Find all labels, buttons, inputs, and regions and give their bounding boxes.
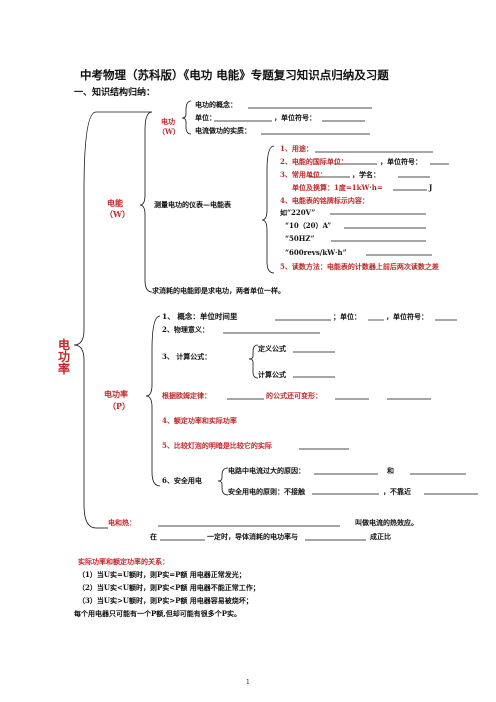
and-word: 和: [387, 466, 394, 475]
notes-item-3: （3）当U实>U额时，则P实>P额 用电器容易被烧坏；: [78, 596, 253, 605]
power-brace: [145, 315, 161, 487]
diangong-brace: [181, 100, 192, 135]
ohm-law: 根据欧姆定律：: [162, 391, 211, 400]
diangong-label: 电功: [161, 117, 175, 126]
meter-item-5: 5、读数方法：电能表的计数器上前后两次读数之差: [280, 262, 439, 271]
section-heading: 一、知识结构归纳：: [74, 88, 156, 98]
safety-principle: 安全用电的原则：不接触: [228, 487, 305, 496]
meter-item-4: 4、电能表的铭牌标示内容：: [280, 196, 369, 205]
safety-principle-tail: ，不靠近: [383, 487, 411, 496]
notes-summary: 每个用电器只可能有一个P额,但却可能有很多个P实。: [74, 609, 241, 618]
diangong-concept: 电功的概念：: [195, 100, 237, 109]
dianneng-label: 电能: [107, 198, 123, 208]
def-formula: 定义公式: [258, 344, 286, 353]
power-unit: ；单位：: [333, 312, 361, 321]
meter-unit-j: J: [429, 183, 433, 192]
safety-brace: [217, 467, 229, 496]
power-label: 电功率: [104, 389, 128, 399]
diangong-symbol: （W）: [158, 127, 180, 136]
rated-power: 4、额定功率和实际功率: [162, 416, 237, 425]
meter-item-3b: 单位及换算：1度=1kW·h=: [292, 183, 383, 192]
notes-heading: 实际功率和额定功率的关系：: [78, 557, 169, 566]
heat-line2-a: 在: [150, 532, 157, 541]
diangong-unit-symbol: ，单位符号：: [274, 113, 316, 122]
diangong-unit: 单位：: [195, 113, 216, 122]
overcurrent: 电路中电流过大的原因：: [228, 466, 305, 475]
meter-item-4d: “600revs/kW·h”: [285, 248, 347, 257]
meter-item-4b: “10（20）A”: [285, 221, 332, 230]
power-unit-symbol: ，单位符号：: [386, 312, 428, 321]
calc-formula: 计算公式: [258, 370, 286, 379]
meter-item-4c: “50HZ”: [285, 234, 315, 243]
meter-item-2-symbol: ，单位符号：: [380, 157, 422, 166]
heat-label: 电和热：: [108, 518, 136, 527]
heat-line2-c: 成正比: [370, 532, 391, 541]
consumed-note: 求消耗的电能即是求电功，两者单位一样。: [152, 286, 285, 295]
power-symbol: （P）: [108, 401, 131, 411]
meter-label: 测量电功的仪表—电能表: [154, 200, 231, 209]
dianneng-brace: [139, 111, 153, 293]
root-label: 电功率: [58, 338, 71, 376]
diangong-essence: 电流做功的实质：: [195, 126, 251, 135]
ohm-tail: 的公式还可变形：: [266, 391, 322, 400]
power-formula: 3、 计算公式：: [162, 352, 212, 361]
notes-item-1: （1）当U实=U额时，则P实=P额 用电器正常发光；: [78, 570, 246, 579]
meter-item-1: 1、用途：: [280, 144, 313, 153]
meter-brace: [261, 145, 275, 274]
meter-item-3-alt: ，学名：: [352, 170, 380, 179]
safety: 6、安全用电: [162, 476, 202, 485]
meter-item-4a: 如“220V”: [280, 208, 316, 217]
page-number: 1: [246, 679, 250, 686]
notes-item-2: （2）当U实<U额时，则P实<P额 用电器不能正常工作；: [78, 583, 260, 592]
formula-brace: [248, 344, 259, 379]
root-brace: [73, 111, 97, 529]
power-meaning: 2、物理意义：: [162, 325, 209, 334]
heat-line2-b: 一定时，导体消耗的电功率与: [207, 532, 298, 541]
power-concept: 1、 概念：单位时间里: [162, 312, 238, 321]
brightness: 5、比较灯泡的明暗是比较它的实际: [162, 441, 272, 450]
meter-item-2: 2、电能的国际单位：: [280, 157, 348, 166]
page-title: 中考物理（苏科版）《电功 电能》专题复习知识点归纳及习题: [80, 68, 389, 82]
meter-item-3: 3、常用单位：: [280, 170, 327, 179]
heat-tail: 叫做电流的热效应。: [355, 518, 418, 527]
dianneng-symbol: （W）: [105, 209, 130, 219]
